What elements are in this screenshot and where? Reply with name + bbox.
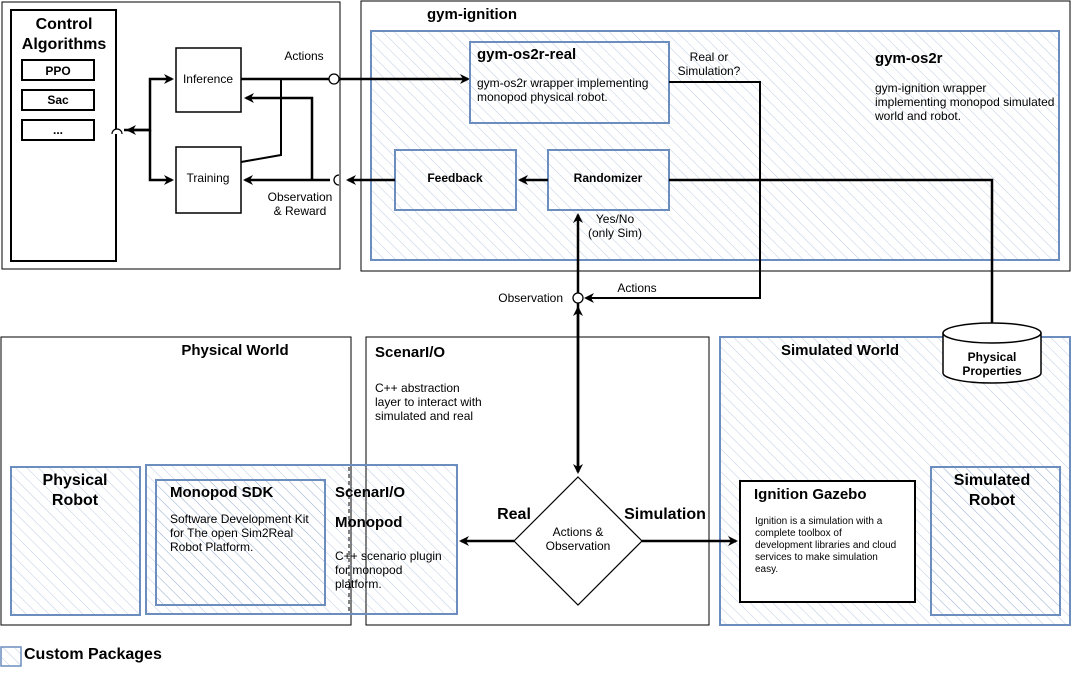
scenario-io-desc-line3: simulated and real: [375, 409, 473, 423]
control-title-line1: Control: [36, 16, 93, 33]
physical-robot-label-line1: Physical: [43, 472, 108, 489]
control-to-training-edge: [148, 130, 174, 185]
physical-properties-cylinder: [942, 333, 1042, 384]
training-to-actions-edge: [240, 79, 282, 163]
decision-label-line1: Actions &: [553, 525, 604, 539]
ignition-gazebo-desc-line5: easy.: [755, 564, 778, 575]
simulated-robot-box: [930, 466, 1061, 616]
control-port: [111, 128, 123, 135]
obs-reward-port: [333, 174, 340, 186]
simulated-robot-label-line1: Simulated: [954, 472, 1030, 489]
physical-robot-box: [10, 466, 141, 616]
legend-swatch: [0, 646, 22, 667]
reward-to-inference-edge: [244, 93, 314, 180]
scenario-monopod-title-line2: Monopod: [335, 514, 402, 531]
scenario-io-desc-line1: C++ abstraction: [375, 381, 460, 395]
monopod-sdk-title: Monopod SDK: [170, 484, 273, 501]
algo-more-label: ...: [53, 123, 63, 137]
randomizer-to-properties-edge: [669, 178, 997, 340]
obs-reward-label-line1: Observation: [268, 190, 333, 204]
scenario-monopod-desc-line1: C++ scenario plugin: [335, 549, 442, 563]
scenario-monopod-desc-line3: platform.: [335, 577, 382, 591]
gym-os2r-real-desc-line2: monopod physical robot.: [477, 90, 608, 104]
randomizer-label: Randomizer: [574, 171, 643, 185]
yes-no-label-line1: Yes/No: [596, 212, 635, 226]
actions-port: [328, 73, 340, 85]
simulated-robot-label-line2: Robot: [969, 492, 1016, 509]
decision-label-line2: Observation: [546, 539, 611, 553]
ignition-gazebo-desc-line3: development libraries and cloud: [755, 540, 896, 551]
training-box: [175, 146, 242, 214]
legend-label: Custom Packages: [24, 646, 162, 663]
scenario-monopod-desc-line2: for monopod: [335, 563, 402, 577]
gym-os2r-real-title: gym-os2r-real: [477, 46, 576, 63]
gym-os2r-title: gym-os2r: [875, 50, 943, 67]
algo-more-box: [21, 119, 95, 141]
observation-port: [572, 292, 584, 304]
physical-properties-label-line2: Properties: [962, 364, 1022, 378]
ignition-gazebo-desc-line4: services to make simulation: [755, 552, 878, 563]
scenario-io-title: ScenarI/O: [375, 344, 445, 361]
actions-mid-label: Actions: [617, 281, 656, 295]
physical-properties-top: [942, 322, 1042, 344]
algo-ppo-box: [21, 59, 95, 81]
gym-os2r-desc-line3: world and robot.: [874, 109, 961, 123]
real-or-sim-edge: [584, 81, 761, 303]
control-title-line2: Algorithms: [22, 36, 107, 53]
training-label: Training: [187, 171, 230, 185]
algo-ppo-label: PPO: [45, 64, 70, 78]
ignition-gazebo-desc-line2: complete toolbox of: [755, 528, 842, 539]
inference-label: Inference: [183, 72, 233, 86]
gym-os2r-desc-line1: gym-ignition wrapper: [875, 81, 986, 95]
decision-diamond: [513, 476, 643, 606]
simulation-label: Simulation: [624, 506, 706, 523]
real-or-sim-label-line2: Simulation?: [678, 64, 741, 78]
yes-no-label-line2: (only Sim): [588, 226, 642, 240]
observation-label: Observation: [498, 291, 563, 305]
monopod-sdk-desc-line1: Software Development Kit: [170, 512, 309, 526]
scenario-monopod-title-line1: ScenarI/O: [335, 484, 405, 501]
physical-properties-label-line1: Physical: [968, 350, 1017, 364]
real-label: Real: [497, 506, 531, 523]
ignition-gazebo-title: Ignition Gazebo: [754, 486, 867, 503]
ignition-gazebo-desc-line1: Ignition is a simulation with a: [755, 516, 883, 527]
gym-os2r-desc-line2: implementing monopod simulated: [875, 95, 1054, 109]
obs-reward-label-line2: & Reward: [274, 204, 327, 218]
gym-ignition-title: gym-ignition: [427, 6, 517, 23]
inference-box: [175, 47, 242, 113]
monopod-sdk-desc-line3: Robot Platform.: [170, 540, 253, 554]
feedback-box: [394, 149, 517, 211]
real-or-sim-label-line1: Real or: [690, 50, 729, 64]
gym-os2r-real-desc-line1: gym-os2r wrapper implementing: [477, 76, 648, 90]
monopod-sdk-box: [155, 479, 326, 606]
algo-sac-box: [21, 89, 95, 111]
physical-world-title: Physical World: [181, 342, 288, 359]
algo-sac-label: Sac: [47, 93, 69, 107]
randomizer-box: [547, 149, 670, 211]
physical-robot-label-line2: Robot: [52, 492, 99, 509]
gym-os2r-real-box: [469, 41, 670, 124]
monopod-sdk-desc-line2: for The open Sim2Real: [170, 526, 293, 540]
actions-top-label: Actions: [284, 49, 323, 63]
scenario-io-desc-line2: layer to interact with: [375, 395, 482, 409]
simulated-world-title: Simulated World: [781, 342, 899, 359]
feedback-label: Feedback: [427, 171, 483, 185]
ignition-gazebo-box: [739, 480, 916, 603]
